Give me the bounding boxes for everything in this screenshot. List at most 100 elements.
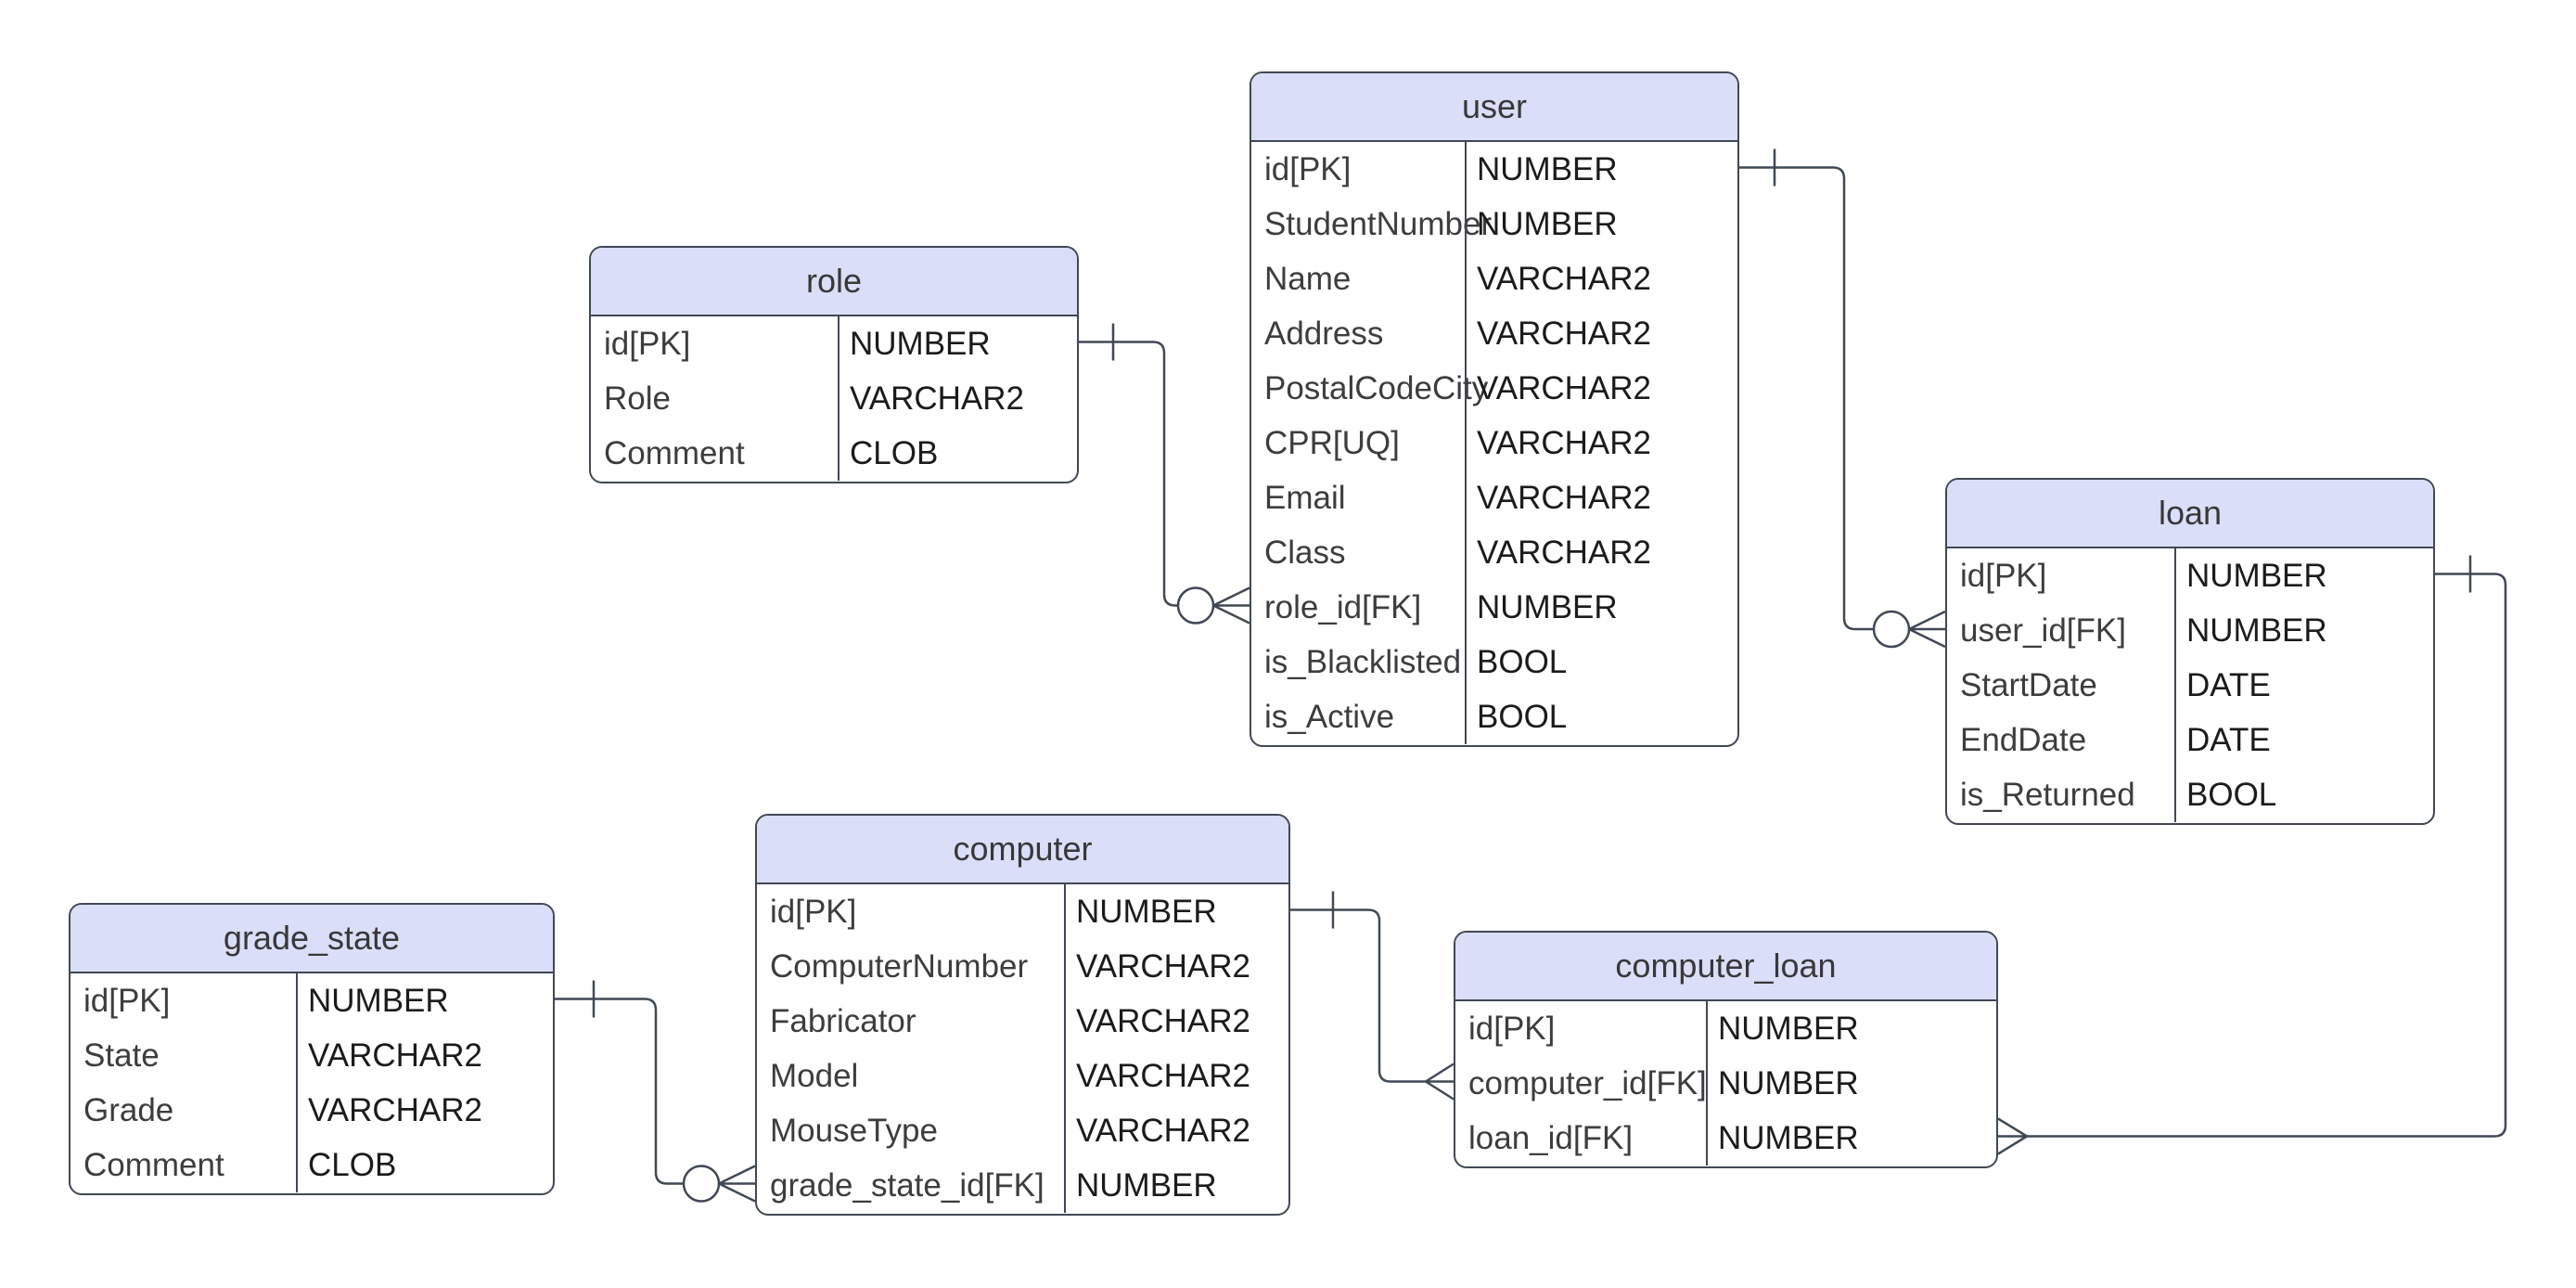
relationship-user-loan[interactable] [1739,148,1946,649]
zero-cardinality-ring [682,1165,721,1203]
connector-path [2027,573,2507,1138]
field-type: VARCHAR2 [296,1083,553,1138]
table-row: EndDate DATE [1947,713,2433,767]
relationship-computer-computerloan[interactable] [1290,891,1455,1101]
field-type: CLOB [296,1138,553,1192]
field-type: DATE [2174,658,2433,713]
field-type: NUMBER [1706,1056,1996,1111]
field-name: grade_state_id[FK] [770,1166,1044,1204]
field-name: Address [1264,315,1384,352]
field-name: Email [1264,479,1346,516]
table-row: StartDate DATE [1947,658,2433,713]
field-type: VARCHAR2 [1064,1049,1288,1103]
field-type: NUMBER [1706,1111,1996,1166]
table-row: Name VARCHAR2 [1251,251,1737,306]
relationship-role-user[interactable] [1079,323,1250,625]
table-row: PostalCodeCity VARCHAR2 [1251,361,1737,416]
entity-title: computer [757,816,1288,884]
entity-title: computer_loan [1455,933,1996,1001]
field-name: computer_id[FK] [1468,1064,1707,1101]
crow-foot-many [1908,610,1946,649]
crow-foot-many [718,1165,756,1203]
field-name: role_id[FK] [1264,588,1422,625]
field-type: NUMBER [2174,548,2433,603]
entity-computer-loan[interactable]: computer_loan id[PK] NUMBER computer_id[… [1454,931,1998,1168]
zero-cardinality-ring [1872,610,1911,649]
field-type: NUMBER [1465,580,1737,635]
field-name: id[PK] [1960,557,2047,594]
entity-role[interactable]: role id[PK] NUMBER Role VARCHAR2 Comment… [589,246,1079,483]
field-name: Role [604,380,671,417]
table-row: StudentNumber NUMBER [1251,197,1737,251]
entity-user[interactable]: user id[PK] NUMBER StudentNumber NUMBER … [1250,71,1739,747]
field-type: VARCHAR2 [1465,251,1737,306]
table-row: Email VARCHAR2 [1251,470,1737,525]
field-name: ComputerNumber [770,947,1029,985]
entity-loan[interactable]: loan id[PK] NUMBER user_id[FK] NUMBER St… [1945,478,2435,825]
field-type: BOOL [1465,635,1737,689]
field-name: Model [770,1057,859,1094]
field-name: loan_id[FK] [1468,1119,1634,1156]
field-type: VARCHAR2 [1465,525,1737,580]
field-type: VARCHAR2 [1465,361,1737,416]
table-row: Comment CLOB [591,426,1077,481]
relationship-loan-computerloan[interactable] [1997,555,2507,1155]
table-row: user_id[FK] NUMBER [1947,603,2433,658]
field-type: VARCHAR2 [1465,306,1737,361]
entity-title: user [1251,73,1737,142]
entity-computer[interactable]: computer id[PK] NUMBER ComputerNumber VA… [755,814,1290,1216]
table-row: is_Returned BOOL [1947,767,2433,822]
table-row: CPR[UQ] VARCHAR2 [1251,416,1737,470]
entity-title: loan [1947,480,2433,548]
relationship-gradestate-computer[interactable] [555,980,756,1203]
table-row: Fabricator VARCHAR2 [757,994,1288,1049]
field-type: NUMBER [1706,1001,1996,1056]
table-row: Class VARCHAR2 [1251,525,1737,580]
field-name: is_Active [1264,698,1395,735]
field-name: id[PK] [83,982,171,1019]
field-name: id[PK] [604,325,691,362]
field-name: CPR[UQ] [1264,424,1400,461]
field-name: Name [1264,260,1352,297]
field-name: user_id[FK] [1960,612,2126,649]
field-name: id[PK] [1264,150,1352,187]
field-name: PostalCodeCity [1264,369,1489,406]
connector-path [1290,908,1426,1083]
table-row: ComputerNumber VARCHAR2 [757,939,1288,994]
field-name: MouseType [770,1112,938,1149]
entity-title: role [591,248,1077,316]
connector-path [1079,341,1178,607]
field-type: NUMBER [2174,603,2433,658]
zero-cardinality-ring [1176,586,1215,625]
table-row: Model VARCHAR2 [757,1049,1288,1103]
field-type: CLOB [838,426,1077,481]
field-name: StartDate [1960,666,2097,703]
table-row: MouseType VARCHAR2 [757,1103,1288,1158]
table-row: id[PK] NUMBER [1251,142,1737,197]
table-row: Comment CLOB [70,1138,553,1192]
field-name: is_Blacklisted [1264,643,1462,680]
field-name: Grade [83,1091,174,1128]
field-name: Comment [604,434,745,471]
field-name: Class [1264,534,1346,571]
field-type: VARCHAR2 [838,371,1077,426]
field-type: NUMBER [296,973,553,1028]
field-name: Comment [83,1146,224,1183]
field-type: NUMBER [838,316,1077,371]
table-row: grade_state_id[FK] NUMBER [757,1158,1288,1213]
table-row: computer_id[FK] NUMBER [1455,1056,1996,1111]
field-type: VARCHAR2 [1465,416,1737,470]
crow-foot-many [1425,1063,1455,1101]
table-row: role_id[FK] NUMBER [1251,580,1737,635]
table-row: id[PK] NUMBER [1947,548,2433,603]
field-name: Fabricator [770,1002,916,1039]
entity-grade-state[interactable]: grade_state id[PK] NUMBER State VARCHAR2… [69,903,555,1195]
connector-path [1739,166,1874,631]
table-row: id[PK] NUMBER [70,973,553,1028]
field-type: VARCHAR2 [296,1028,553,1083]
table-row: id[PK] NUMBER [1455,1001,1996,1056]
table-row: Role VARCHAR2 [591,371,1077,426]
table-row: is_Blacklisted BOOL [1251,635,1737,689]
